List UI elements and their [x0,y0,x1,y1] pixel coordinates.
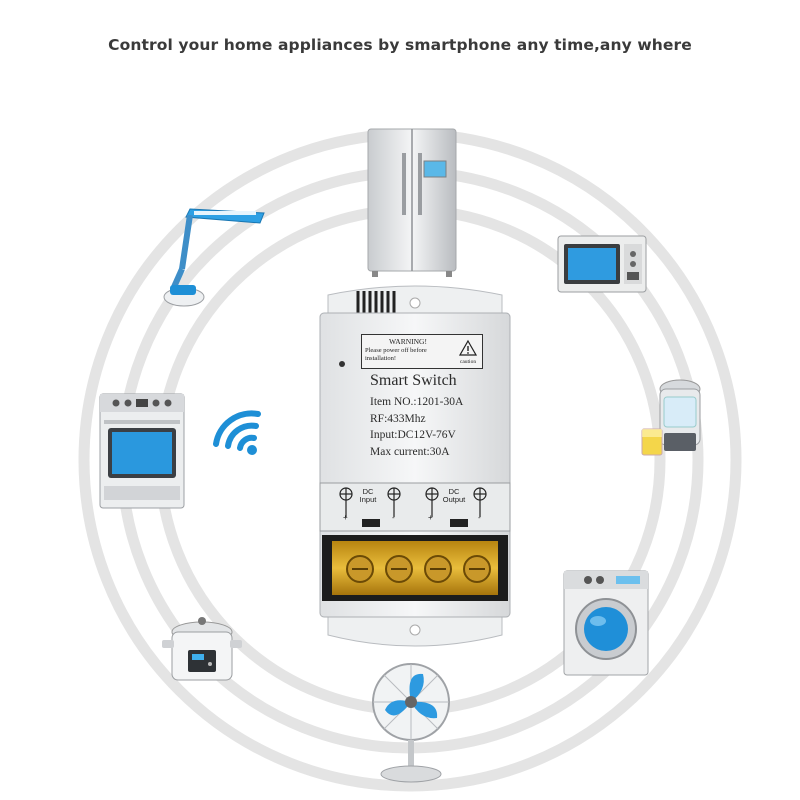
polarity-output-minus: - [478,513,481,522]
smart-switch-device [319,285,511,647]
device-title: Smart Switch [370,372,457,389]
juicer-icon [641,379,701,456]
caution-label: caution [459,359,477,365]
spec-item-no: Item NO.:1201-30A [370,396,464,408]
washing-machine-icon [563,570,649,676]
desk-lamp-icon [163,208,265,307]
terminal-input-label: DC Input [359,487,377,504]
wifi-icon [213,410,261,455]
polarity-input-minus: - [392,513,395,522]
fan-icon [372,663,450,783]
refrigerator-icon [367,128,457,277]
polarity-input-plus: + [343,513,348,522]
warning-title: WARNING! [389,337,427,346]
microwave-icon [557,235,647,293]
spec-rf: RF:433Mhz [370,412,426,425]
warning-label: WARNING! Please power off before install… [361,334,483,369]
spec-block: Smart Switch Item NO.:1201-30A RF:433Mhz… [370,372,510,460]
oven-icon [99,393,185,509]
terminal-output-label: DC Output [442,487,466,504]
spec-input: Input:DC12V-76V [370,429,456,441]
caution-icon [459,339,477,356]
headline: Control your home appliances by smartpho… [108,36,692,54]
spec-max-current: Max current:30A [370,445,450,458]
warning-text: Please power off before installation! [365,347,427,362]
rice-cooker-icon [162,617,242,681]
polarity-output-plus: + [428,513,433,522]
